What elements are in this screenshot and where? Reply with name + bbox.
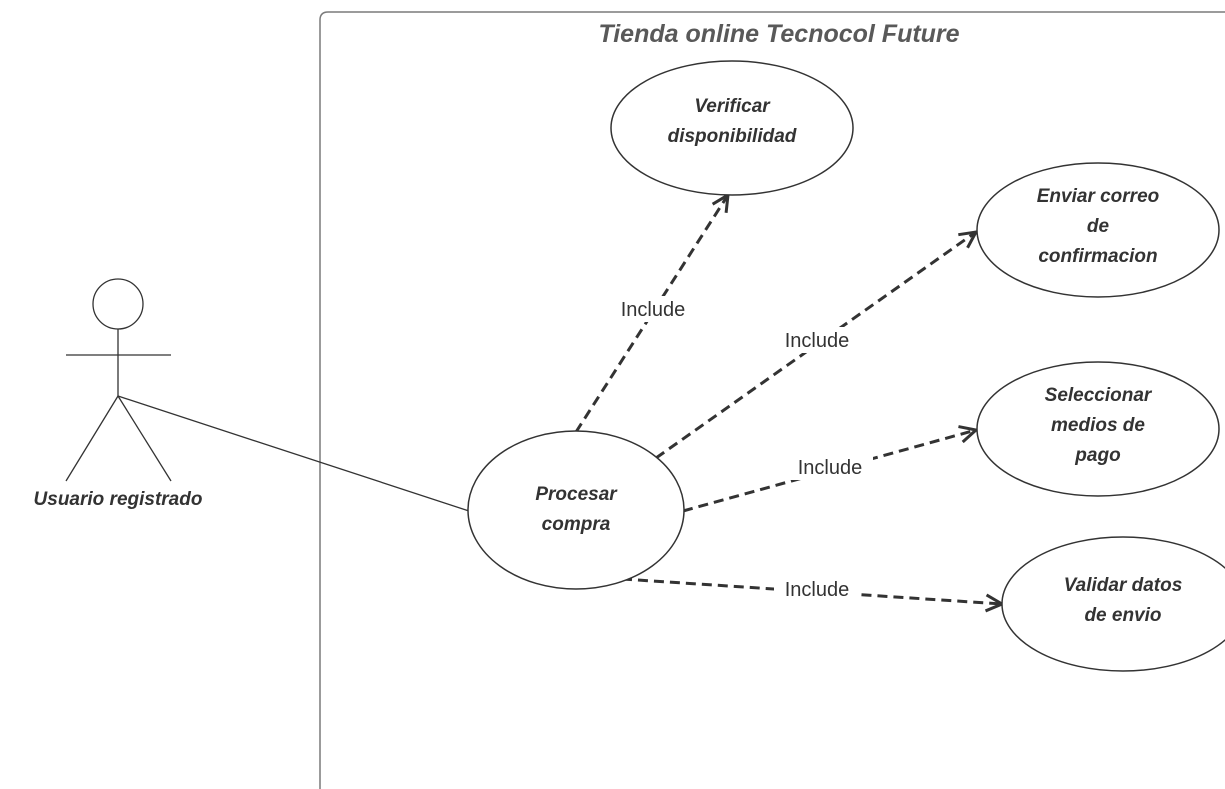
svg-text:Include: Include bbox=[785, 330, 850, 352]
use-case-enviar-correo: Enviar correo de confirmacion bbox=[976, 162, 1220, 298]
include-label-enviar: Include bbox=[774, 327, 860, 353]
svg-text:confirmacion: confirmacion bbox=[1038, 246, 1157, 267]
system-boundary: Tienda online Tecnocol Future bbox=[319, 11, 1225, 789]
svg-text:disponibilidad: disponibilidad bbox=[668, 126, 797, 147]
svg-text:de: de bbox=[1087, 216, 1110, 237]
svg-text:Verificar: Verificar bbox=[694, 96, 771, 117]
include-label-validar: Include bbox=[774, 576, 860, 602]
association-line bbox=[117, 395, 470, 512]
svg-text:Include: Include bbox=[785, 579, 850, 601]
svg-text:Validar datos: Validar datos bbox=[1064, 575, 1183, 596]
actor-left-leg bbox=[65, 395, 119, 482]
actor-right-leg bbox=[117, 395, 172, 482]
use-case-procesar-compra: Procesar compra bbox=[467, 430, 685, 590]
system-title: Tienda online Tecnocol Future bbox=[598, 20, 959, 48]
svg-text:de envio: de envio bbox=[1084, 605, 1161, 626]
svg-text:Procesar: Procesar bbox=[535, 484, 618, 505]
svg-text:medios de: medios de bbox=[1051, 415, 1145, 436]
actor-head bbox=[92, 278, 144, 330]
include-label-verificar: Include bbox=[610, 296, 696, 322]
actor-usuario-registrado bbox=[65, 278, 172, 482]
use-case-validar-datos-envio: Validar datos de envio bbox=[1001, 536, 1225, 672]
svg-text:compra: compra bbox=[542, 514, 611, 535]
include-label-seleccionar: Include bbox=[787, 454, 873, 480]
use-case-seleccionar-medios-pago: Seleccionar medios de pago bbox=[976, 361, 1220, 497]
svg-text:Seleccionar: Seleccionar bbox=[1045, 385, 1153, 406]
svg-text:Enviar correo: Enviar correo bbox=[1037, 186, 1160, 207]
svg-text:Include: Include bbox=[621, 299, 686, 321]
actor-label: Usuario registrado bbox=[34, 489, 203, 510]
svg-text:pago: pago bbox=[1074, 445, 1120, 466]
use-case-verificar-disponibilidad: Verificar disponibilidad bbox=[610, 60, 854, 196]
svg-text:Include: Include bbox=[798, 457, 863, 479]
